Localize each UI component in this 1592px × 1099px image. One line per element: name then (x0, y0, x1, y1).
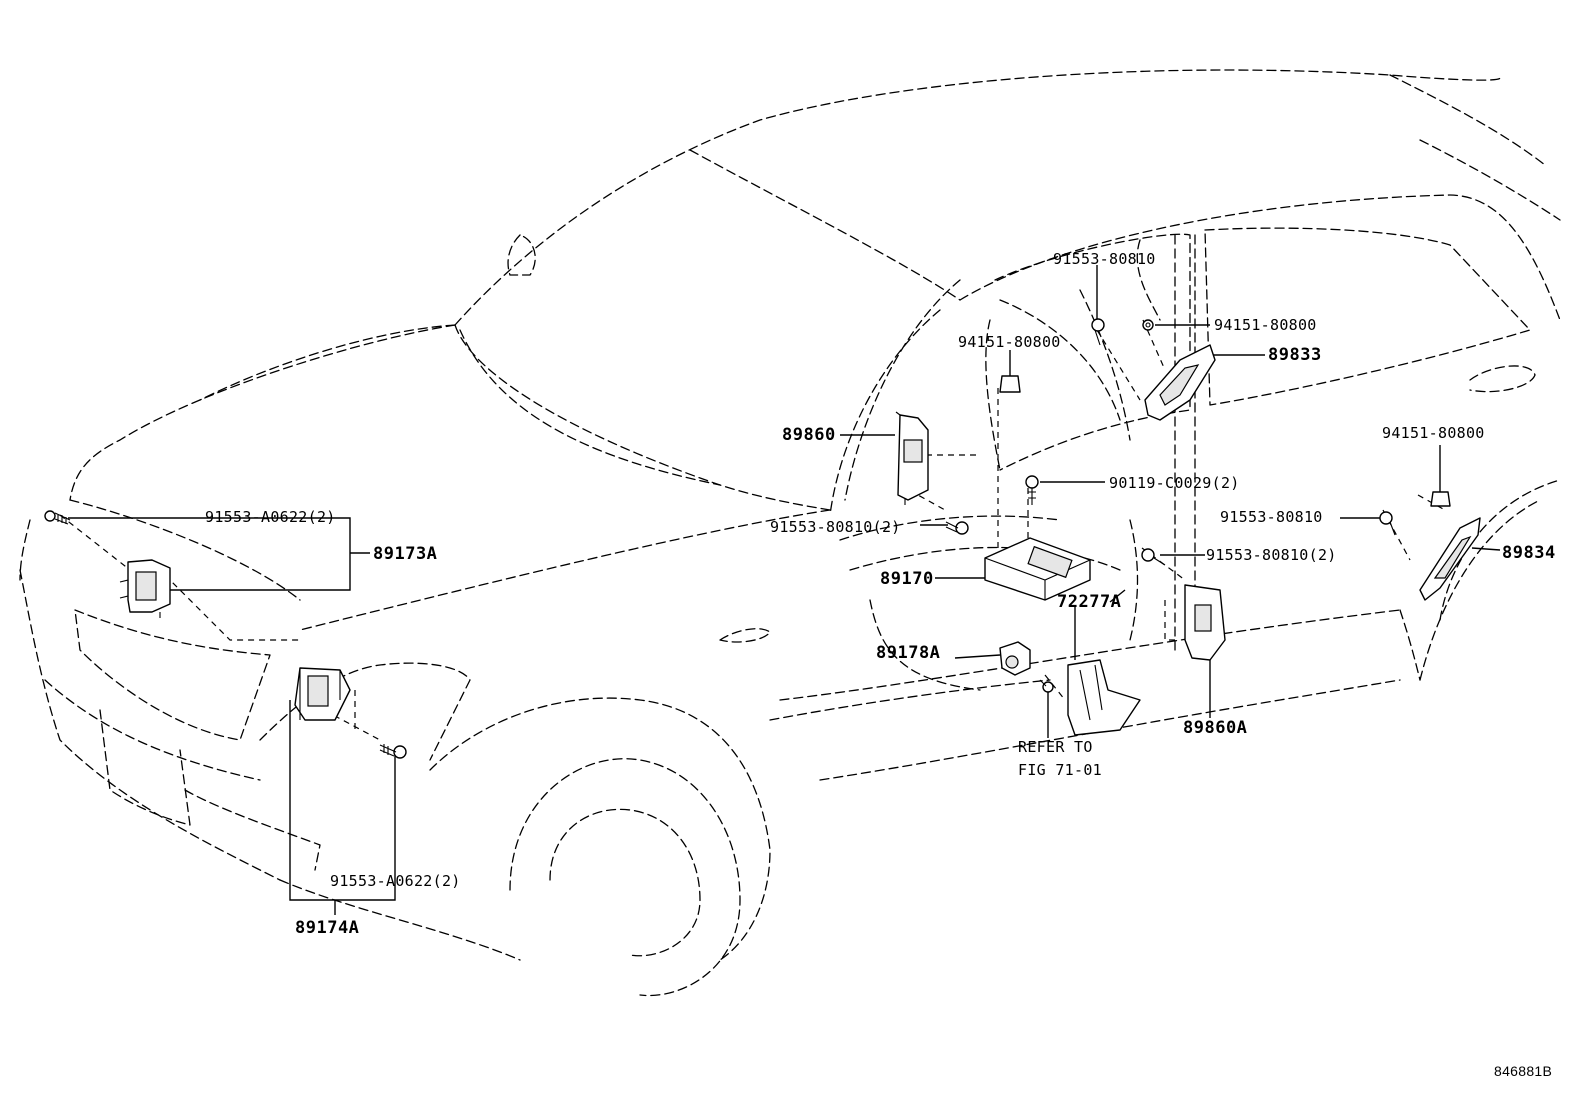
nut-94151-80800-center-icon (999, 375, 1021, 393)
bolt-91553-a0622-lower-icon (379, 744, 407, 759)
label-nut-94151-80800-center: 94151-80800 (958, 333, 1061, 351)
nut-94151-80800-top-right-icon (1142, 319, 1154, 331)
label-bracket-72277a: 72277A (1057, 592, 1122, 612)
label-sensor-89860a: 89860A (1183, 718, 1248, 738)
bolt-91553-a0622-front-icon (44, 510, 71, 525)
sensor-89833-icon (1144, 344, 1216, 421)
label-bolt-90119-c0029: 90119-C0029(2) (1109, 474, 1240, 492)
label-computer-89170: 89170 (880, 569, 934, 589)
nut-94151-80800-rear-icon (1430, 491, 1451, 507)
label-bolt-91553-80810-center-pillar: 91553-80810(2) (1206, 546, 1337, 564)
bracket-72277a-icon (1067, 659, 1141, 736)
label-refer-line1: REFER TO (1018, 738, 1093, 756)
label-bolt-91553-80810-top: 91553-80810 (1053, 250, 1156, 268)
label-sensor-89834: 89834 (1502, 543, 1556, 563)
label-refer-line2: FIG 71-01 (1018, 761, 1102, 779)
label-sensor-89833: 89833 (1268, 345, 1322, 365)
bolt-91553-80810-pillar-icon (945, 521, 969, 535)
bolt-90119-c0029-icon (1025, 475, 1039, 505)
label-sensor-89173a: 89173A (373, 544, 438, 564)
computer-89170-icon (984, 537, 1091, 601)
label-sensor-89174a: 89174A (295, 918, 360, 938)
label-bolt-91553-80810-rear: 91553-80810 (1220, 508, 1323, 526)
sensor-89174a-icon (294, 667, 351, 721)
sensor-89178a-icon (999, 641, 1031, 676)
bolt-91553-80810-center-pillar-icon (1141, 548, 1166, 566)
label-bolt-91553-a0622-lower: 91553-A0622(2) (330, 872, 461, 890)
sensor-89834-icon (1419, 517, 1481, 601)
label-bolt-91553-a0622-front: 91553-A0622(2) (205, 508, 336, 526)
label-bolt-91553-80810-pillar: 91553-80810(2) (770, 518, 901, 536)
leader-lines (68, 265, 1501, 915)
label-sensor-89860: 89860 (782, 425, 836, 445)
illustration-code: 846881B (1494, 1063, 1553, 1079)
assembly-guides (59, 319, 1446, 741)
sensor-89173a-icon (119, 559, 171, 618)
car-body-outline (19, 69, 1561, 997)
bolt-refer-fig-icon (1039, 679, 1054, 693)
bolt-91553-80810-top-icon (1091, 318, 1105, 346)
label-nut-94151-80800-top-right: 94151-80800 (1214, 316, 1317, 334)
sensor-89860a-icon (1184, 584, 1226, 661)
bolt-91553-80810-rear-icon (1379, 511, 1396, 536)
sensor-89860-icon (895, 411, 929, 505)
label-nut-94151-80800-rear: 94151-80800 (1382, 424, 1485, 442)
label-sensor-89178a: 89178A (876, 643, 941, 663)
